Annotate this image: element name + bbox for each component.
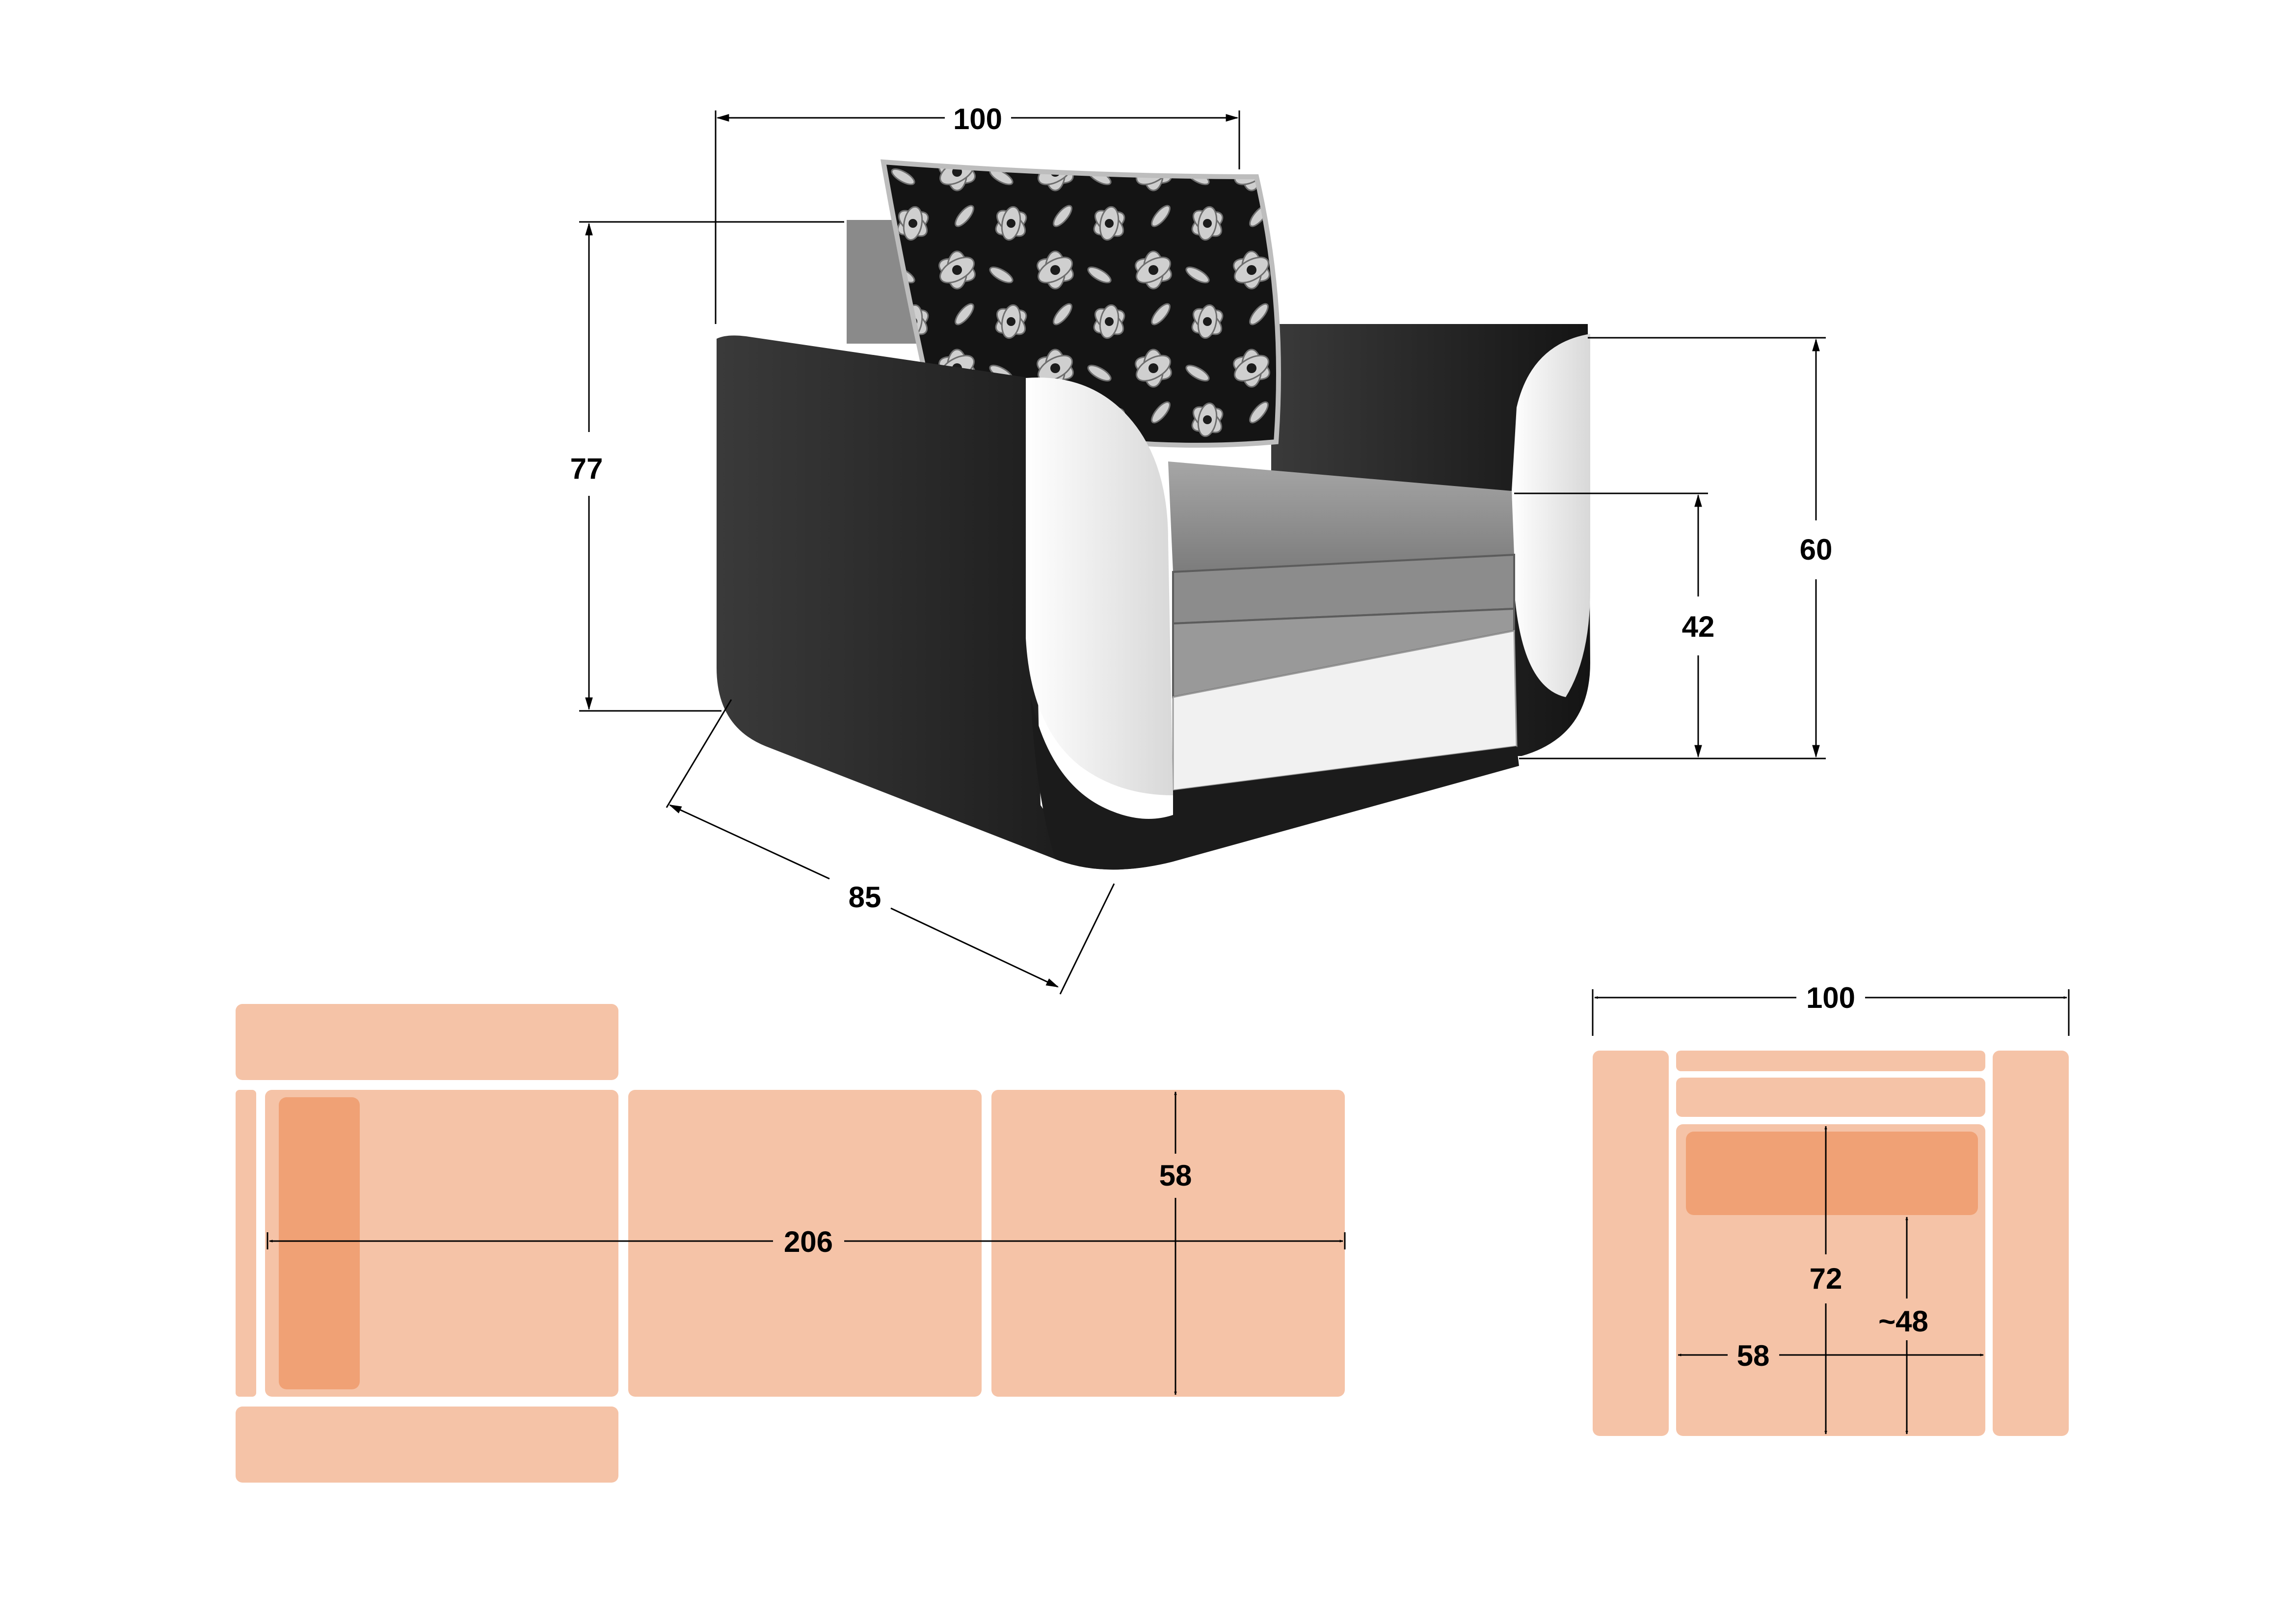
armchair-left-arm-curve	[1031, 697, 1173, 870]
top-view-pillow	[1686, 1132, 1978, 1215]
armchair-seat-top	[1168, 461, 1514, 572]
armchair-depth-label: 85	[849, 881, 881, 914]
armchair-arm-height-label: 60	[1800, 533, 1833, 566]
top-view-left-arm	[1593, 1051, 1669, 1436]
armchair-seat-height-label: 42	[1682, 610, 1715, 643]
seat-top-view-diagram: 100 72 ~48 58	[1592, 981, 2070, 1436]
top-view-seat-width-label: 58	[1737, 1339, 1770, 1372]
top-view-back-cushion	[1676, 1078, 1985, 1117]
bed-panel-3	[991, 1090, 1345, 1397]
top-view-cushion-depth-label: ~48	[1878, 1305, 1928, 1338]
top-view-seat-depth-label: 72	[1810, 1262, 1842, 1295]
bed-panel-2	[628, 1090, 982, 1397]
armchair-illustration	[717, 159, 1590, 870]
armchair-left-arm	[717, 335, 1173, 870]
bed-width-label: 58	[1159, 1159, 1192, 1192]
top-view-width-label: 100	[1806, 981, 1855, 1014]
top-view-right-arm	[1993, 1051, 2069, 1436]
armchair-plinth	[1173, 746, 1519, 862]
top-view-back-strip	[1676, 1051, 1985, 1071]
armchair-width-label: 100	[953, 103, 1002, 135]
armchair-left-arm-white	[1026, 378, 1173, 795]
bed-headrest-cushion	[279, 1097, 360, 1389]
armchair-right-arm-white	[1512, 334, 1590, 697]
bed-armrest-bottom	[236, 1407, 618, 1483]
armchair-height-label: 77	[570, 452, 603, 485]
bed-armrest-top	[236, 1004, 618, 1080]
bed-layout-diagram: 206 58	[236, 1004, 1346, 1483]
bed-side-strip	[236, 1090, 256, 1397]
bed-length-label: 206	[784, 1225, 833, 1258]
armchair-dimensions: 100 77 85 60 42	[570, 103, 1833, 995]
